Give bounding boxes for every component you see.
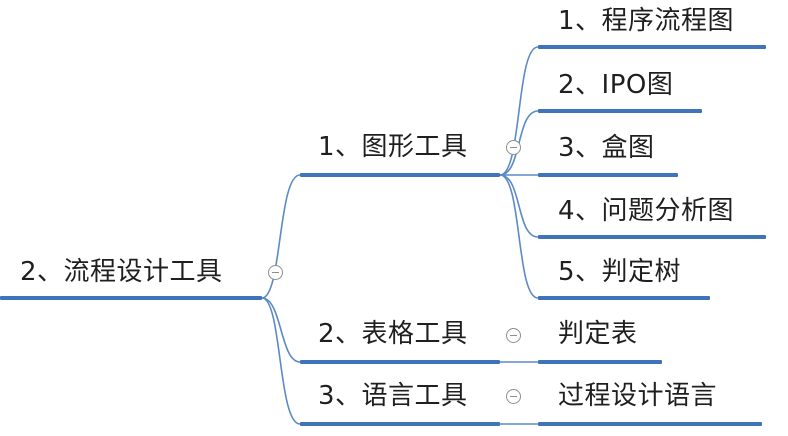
leaf-ipo-chart-underline (538, 109, 702, 113)
connector-graphic-tools-child-4 (499, 174, 539, 238)
leaf-ipo-chart[interactable]: 2、IPO图 (558, 70, 674, 100)
collapse-circle-minus-icon[interactable] (506, 328, 521, 343)
branch-graphic-tools-underline (300, 173, 500, 177)
leaf-program-flowchart-underline (538, 45, 766, 49)
collapse-circle-minus-icon[interactable] (506, 140, 521, 155)
leaf-problem-analysis-diagram-underline (538, 235, 766, 239)
leaf-decision-table[interactable]: 判定表 (558, 319, 638, 349)
connector-root-graphic-tools (261, 174, 301, 299)
branch-table-tools-label[interactable]: 2、表格工具 (318, 319, 468, 349)
leaf-box-diagram[interactable]: 3、盒图 (558, 133, 655, 163)
leaf-process-design-language[interactable]: 过程设计语言 (558, 381, 718, 411)
leaf-decision-table-underline (538, 360, 662, 364)
branch-language-tools-underline (300, 422, 500, 426)
root-node-underline (0, 296, 262, 300)
branch-graphic-tools-label[interactable]: 1、图形工具 (318, 132, 468, 162)
connector-root-language-tools (261, 297, 301, 425)
leaf-program-flowchart[interactable]: 1、程序流程图 (558, 6, 735, 36)
leaf-decision-tree[interactable]: 5、判定树 (558, 257, 682, 287)
connector-graphic-tools-child-1 (499, 46, 539, 176)
root-node-label[interactable]: 2、流程设计工具 (20, 257, 223, 287)
branch-language-tools-label[interactable]: 3、语言工具 (318, 381, 468, 411)
collapse-circle-minus-icon[interactable] (268, 265, 283, 280)
leaf-decision-tree-underline (538, 296, 710, 300)
branch-table-tools-underline (300, 360, 500, 364)
connector-graphic-tools-child-5 (499, 174, 539, 299)
leaf-box-diagram-underline (538, 173, 678, 177)
leaf-process-design-language-underline (538, 422, 762, 426)
leaf-problem-analysis-diagram[interactable]: 4、问题分析图 (558, 196, 735, 226)
connector-root-table-tools (261, 297, 301, 363)
collapse-circle-minus-icon[interactable] (506, 389, 521, 404)
